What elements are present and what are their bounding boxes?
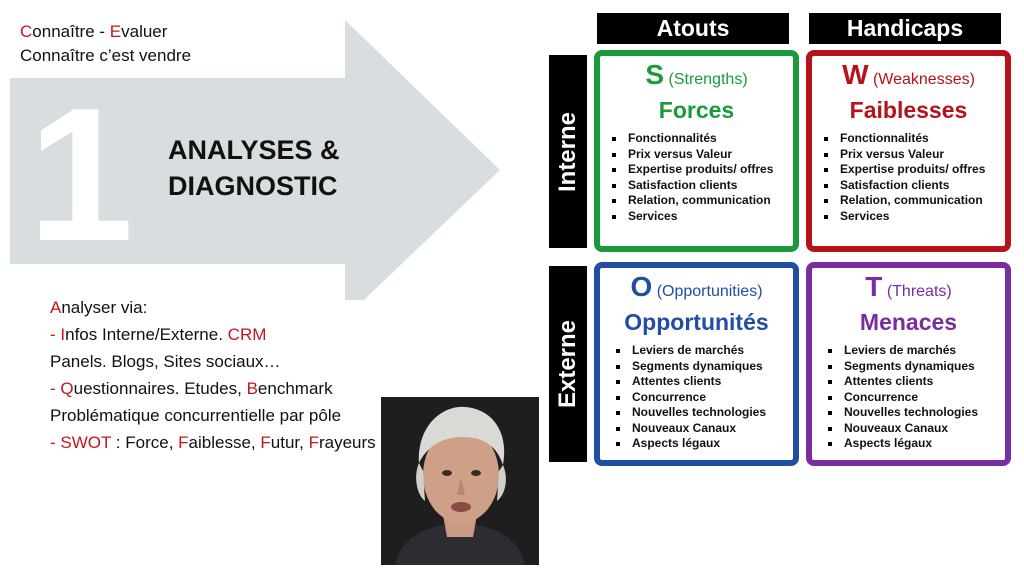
tagline-initial-e: E (109, 22, 122, 41)
row-label-interne: Interne (549, 55, 587, 248)
list-item: Nouvelles technologies (826, 405, 1005, 421)
list-item: Expertise produits/ offres (822, 162, 1005, 178)
list-item: Fonctionnalités (610, 131, 793, 147)
analysis-text: nfos Interne/Externe. (65, 325, 228, 344)
list-item: Attentes clients (826, 374, 1005, 390)
swot-list: Leviers de marchés Segments dynamiques A… (600, 343, 793, 452)
tagline: Connaître - Evaluer Connaître c’est vend… (20, 20, 191, 68)
analysis-initial: B (246, 379, 258, 398)
swot-english: (Weaknesses) (872, 71, 975, 88)
list-item: Nouvelles technologies (614, 405, 793, 421)
analysis-line-4: - Questionnaires. Etudes, Benchmark (50, 375, 390, 402)
swot-title: Menaces (859, 309, 958, 335)
list-item: Aspects légaux (614, 436, 793, 452)
swot-english: (Strengths) (668, 71, 748, 88)
list-item: Leviers de marchés (614, 343, 793, 359)
portrait-illustration (381, 397, 539, 565)
analysis-initial: A (50, 298, 62, 317)
analysis-line-2: - Infos Interne/Externe. CRM (50, 321, 390, 348)
swot-title: Opportunités (624, 309, 769, 335)
arrow-title-line-2: DIAGNOSTIC (168, 171, 338, 201)
analysis-line-5: Problématique concurrentielle par pôle (50, 406, 342, 425)
column-header-atouts: Atouts (597, 13, 789, 44)
analysis-text: enchmark (257, 379, 333, 398)
analysis-initial: I (60, 325, 66, 344)
analysis-text: rayeurs (318, 433, 376, 452)
analysis-text: nalyser via: (61, 298, 148, 317)
swot-box-threats: T (Threats) Menaces Leviers de marchés S… (806, 262, 1011, 466)
step-number: 1 (28, 69, 134, 281)
list-item: Concurrence (614, 390, 793, 406)
list-item: Prix versus Valeur (610, 147, 793, 163)
analysis-block: Analyser via: - Infos Interne/Externe. C… (50, 294, 390, 456)
swot-box-heading: O (Opportunities) (600, 271, 793, 305)
analysis-dash: - (50, 379, 61, 398)
list-item: Satisfaction clients (610, 178, 793, 194)
list-item: Concurrence (826, 390, 1005, 406)
column-header-handicaps: Handicaps (809, 13, 1001, 44)
arrow-title-line-1: ANALYSES & (168, 135, 340, 165)
swot-list: Leviers de marchés Segments dynamiques A… (812, 343, 1005, 452)
row-label-interne-text: Interne (554, 111, 581, 192)
list-item: Nouveaux Canaux (614, 421, 793, 437)
tagline-text-a: onnaître - (32, 22, 110, 41)
list-item: Nouveaux Canaux (826, 421, 1005, 437)
list-item: Segments dynamiques (614, 359, 793, 375)
analysis-text: : Force, (111, 433, 179, 452)
analysis-line-6: - SWOT : Force, Faiblesse, Futur, Frayeu… (50, 429, 390, 456)
row-label-externe-text: Externe (554, 319, 581, 409)
arrow-shape (10, 20, 500, 300)
swot-english: (Opportunities) (656, 283, 763, 300)
tagline-line-1: Connaître - Evaluer (20, 20, 191, 44)
list-item: Services (822, 209, 1005, 225)
analysis-line-1: Analyser via: (50, 294, 390, 321)
swot-letter: O (630, 271, 653, 302)
list-item: Prix versus Valeur (822, 147, 1005, 163)
swot-title: Faiblesses (849, 97, 968, 123)
list-item: Leviers de marchés (826, 343, 1005, 359)
arrow-title: ANALYSES & DIAGNOSTIC (168, 132, 340, 204)
row-label-externe: Externe (549, 266, 587, 462)
list-item: Fonctionnalités (822, 131, 1005, 147)
swot-letter: T (865, 271, 883, 302)
analysis-line-3: Panels. Blogs, Sites sociaux… (50, 352, 281, 371)
list-item: Relation, communication (610, 193, 793, 209)
list-item: Services (610, 209, 793, 225)
analysis-text: aiblesse, (188, 433, 261, 452)
presenter-portrait (381, 397, 539, 565)
swot-letter: S (645, 59, 665, 90)
tagline-initial-c: C (20, 22, 33, 41)
swot-list: Fonctionnalités Prix versus Valeur Exper… (600, 131, 793, 224)
swot-list: Fonctionnalités Prix versus Valeur Exper… (812, 131, 1005, 224)
swot-box-strengths: S (Strengths) Forces Fonctionnalités Pri… (594, 50, 799, 252)
swot-box-weaknesses: W (Weaknesses) Faiblesses Fonctionnalité… (806, 50, 1011, 252)
tagline-text-b: valuer (121, 22, 168, 41)
swot-box-heading: S (Strengths) (600, 59, 793, 93)
swot-letter: W (842, 59, 869, 90)
analysis-dash: - (50, 325, 61, 344)
list-item: Segments dynamiques (826, 359, 1005, 375)
swot-english: (Threats) (886, 283, 952, 300)
list-item: Aspects légaux (826, 436, 1005, 452)
list-item: Expertise produits/ offres (610, 162, 793, 178)
analysis-initial: F (178, 433, 189, 452)
list-item: Satisfaction clients (822, 178, 1005, 194)
analysis-initial: F (308, 433, 319, 452)
analysis-initial: Q (60, 379, 74, 398)
tagline-line-2: Connaître c’est vendre (20, 46, 192, 65)
swot-box-heading: W (Weaknesses) (812, 59, 1005, 93)
swot-title: Forces (658, 97, 735, 123)
analysis-text: uestionnaires. Etudes, (73, 379, 247, 398)
analysis-swot: - SWOT (50, 433, 112, 452)
swot-box-heading: T (Threats) (812, 271, 1005, 305)
analysis-text: utur, (270, 433, 309, 452)
list-item: Relation, communication (822, 193, 1005, 209)
list-item: Attentes clients (614, 374, 793, 390)
analysis-initial: F (260, 433, 271, 452)
analysis-crm: CRM (227, 325, 267, 344)
swot-box-opportunities: O (Opportunities) Opportunités Leviers d… (594, 262, 799, 466)
